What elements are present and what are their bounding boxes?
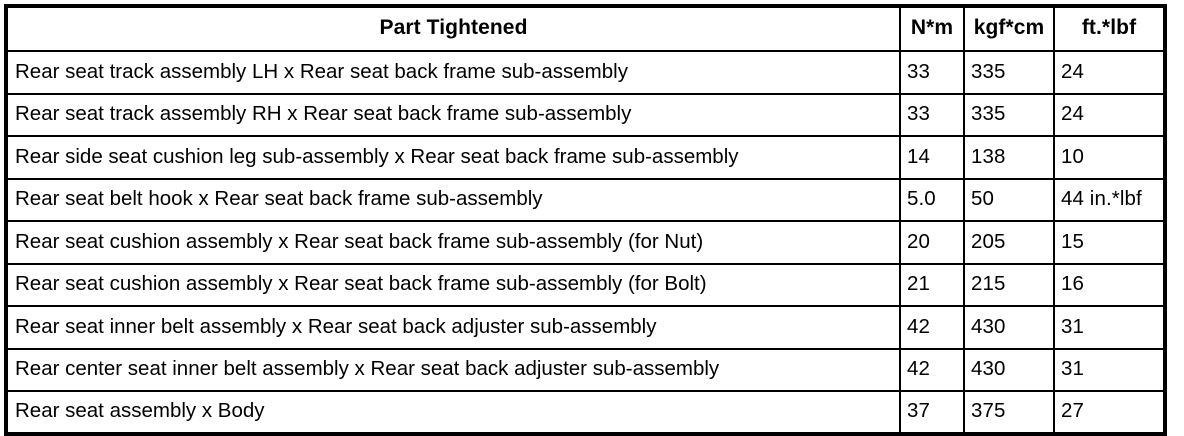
cell-kgf-cm: 430 — [963, 305, 1055, 350]
cell-ft-lbf: 24 — [1053, 50, 1165, 95]
cell-newton-meter: 21 — [899, 262, 965, 307]
header-row: Part Tightened N*m kgf*cm ft.*lbf — [6, 6, 1165, 52]
cell-part-tightened: Rear seat cushion assembly x Rear seat b… — [6, 262, 901, 307]
cell-ft-lbf: 31 — [1053, 347, 1165, 392]
cell-kgf-cm: 50 — [963, 177, 1055, 222]
column-header-ft-lbf: ft.*lbf — [1053, 6, 1165, 52]
cell-part-tightened: Rear side seat cushion leg sub-assembly … — [6, 135, 901, 180]
cell-kgf-cm: 430 — [963, 347, 1055, 392]
table-header: Part Tightened N*m kgf*cm ft.*lbf — [6, 6, 1165, 52]
torque-specification-table: Part Tightened N*m kgf*cm ft.*lbf Rear s… — [4, 4, 1167, 436]
cell-part-tightened: Rear seat inner belt assembly x Rear sea… — [6, 305, 901, 350]
column-header-newton-meter: N*m — [899, 6, 965, 52]
cell-newton-meter: 42 — [899, 347, 965, 392]
table-body: Rear seat track assembly LH x Rear seat … — [6, 50, 1165, 434]
cell-part-tightened: Rear seat track assembly RH x Rear seat … — [6, 92, 901, 137]
cell-newton-meter: 33 — [899, 50, 965, 95]
cell-newton-meter: 33 — [899, 92, 965, 137]
cell-kgf-cm: 138 — [963, 135, 1055, 180]
cell-newton-meter: 42 — [899, 305, 965, 350]
cell-ft-lbf: 24 — [1053, 92, 1165, 137]
table-row: Rear seat track assembly LH x Rear seat … — [6, 50, 1165, 95]
cell-ft-lbf: 27 — [1053, 390, 1165, 434]
cell-newton-meter: 14 — [899, 135, 965, 180]
table-row: Rear seat belt hook x Rear seat back fra… — [6, 177, 1165, 222]
table-row: Rear seat cushion assembly x Rear seat b… — [6, 220, 1165, 265]
cell-ft-lbf: 44 in.*lbf — [1053, 177, 1165, 222]
column-header-part-tightened: Part Tightened — [6, 6, 901, 52]
table-row: Rear side seat cushion leg sub-assembly … — [6, 135, 1165, 180]
cell-ft-lbf: 10 — [1053, 135, 1165, 180]
cell-part-tightened: Rear seat belt hook x Rear seat back fra… — [6, 177, 901, 222]
cell-part-tightened: Rear center seat inner belt assembly x R… — [6, 347, 901, 392]
cell-kgf-cm: 335 — [963, 92, 1055, 137]
cell-newton-meter: 5.0 — [899, 177, 965, 222]
table-row: Rear seat cushion assembly x Rear seat b… — [6, 262, 1165, 307]
table-row: Rear seat track assembly RH x Rear seat … — [6, 92, 1165, 137]
cell-kgf-cm: 205 — [963, 220, 1055, 265]
cell-kgf-cm: 335 — [963, 50, 1055, 95]
cell-part-tightened: Rear seat track assembly LH x Rear seat … — [6, 50, 901, 95]
cell-ft-lbf: 31 — [1053, 305, 1165, 350]
cell-part-tightened: Rear seat cushion assembly x Rear seat b… — [6, 220, 901, 265]
cell-ft-lbf: 15 — [1053, 220, 1165, 265]
cell-part-tightened: Rear seat assembly x Body — [6, 390, 901, 434]
cell-kgf-cm: 215 — [963, 262, 1055, 307]
column-header-kgf-cm: kgf*cm — [963, 6, 1055, 52]
table-row: Rear center seat inner belt assembly x R… — [6, 347, 1165, 392]
cell-ft-lbf: 16 — [1053, 262, 1165, 307]
table-row: Rear seat inner belt assembly x Rear sea… — [6, 305, 1165, 350]
cell-newton-meter: 37 — [899, 390, 965, 434]
cell-kgf-cm: 375 — [963, 390, 1055, 434]
cell-newton-meter: 20 — [899, 220, 965, 265]
